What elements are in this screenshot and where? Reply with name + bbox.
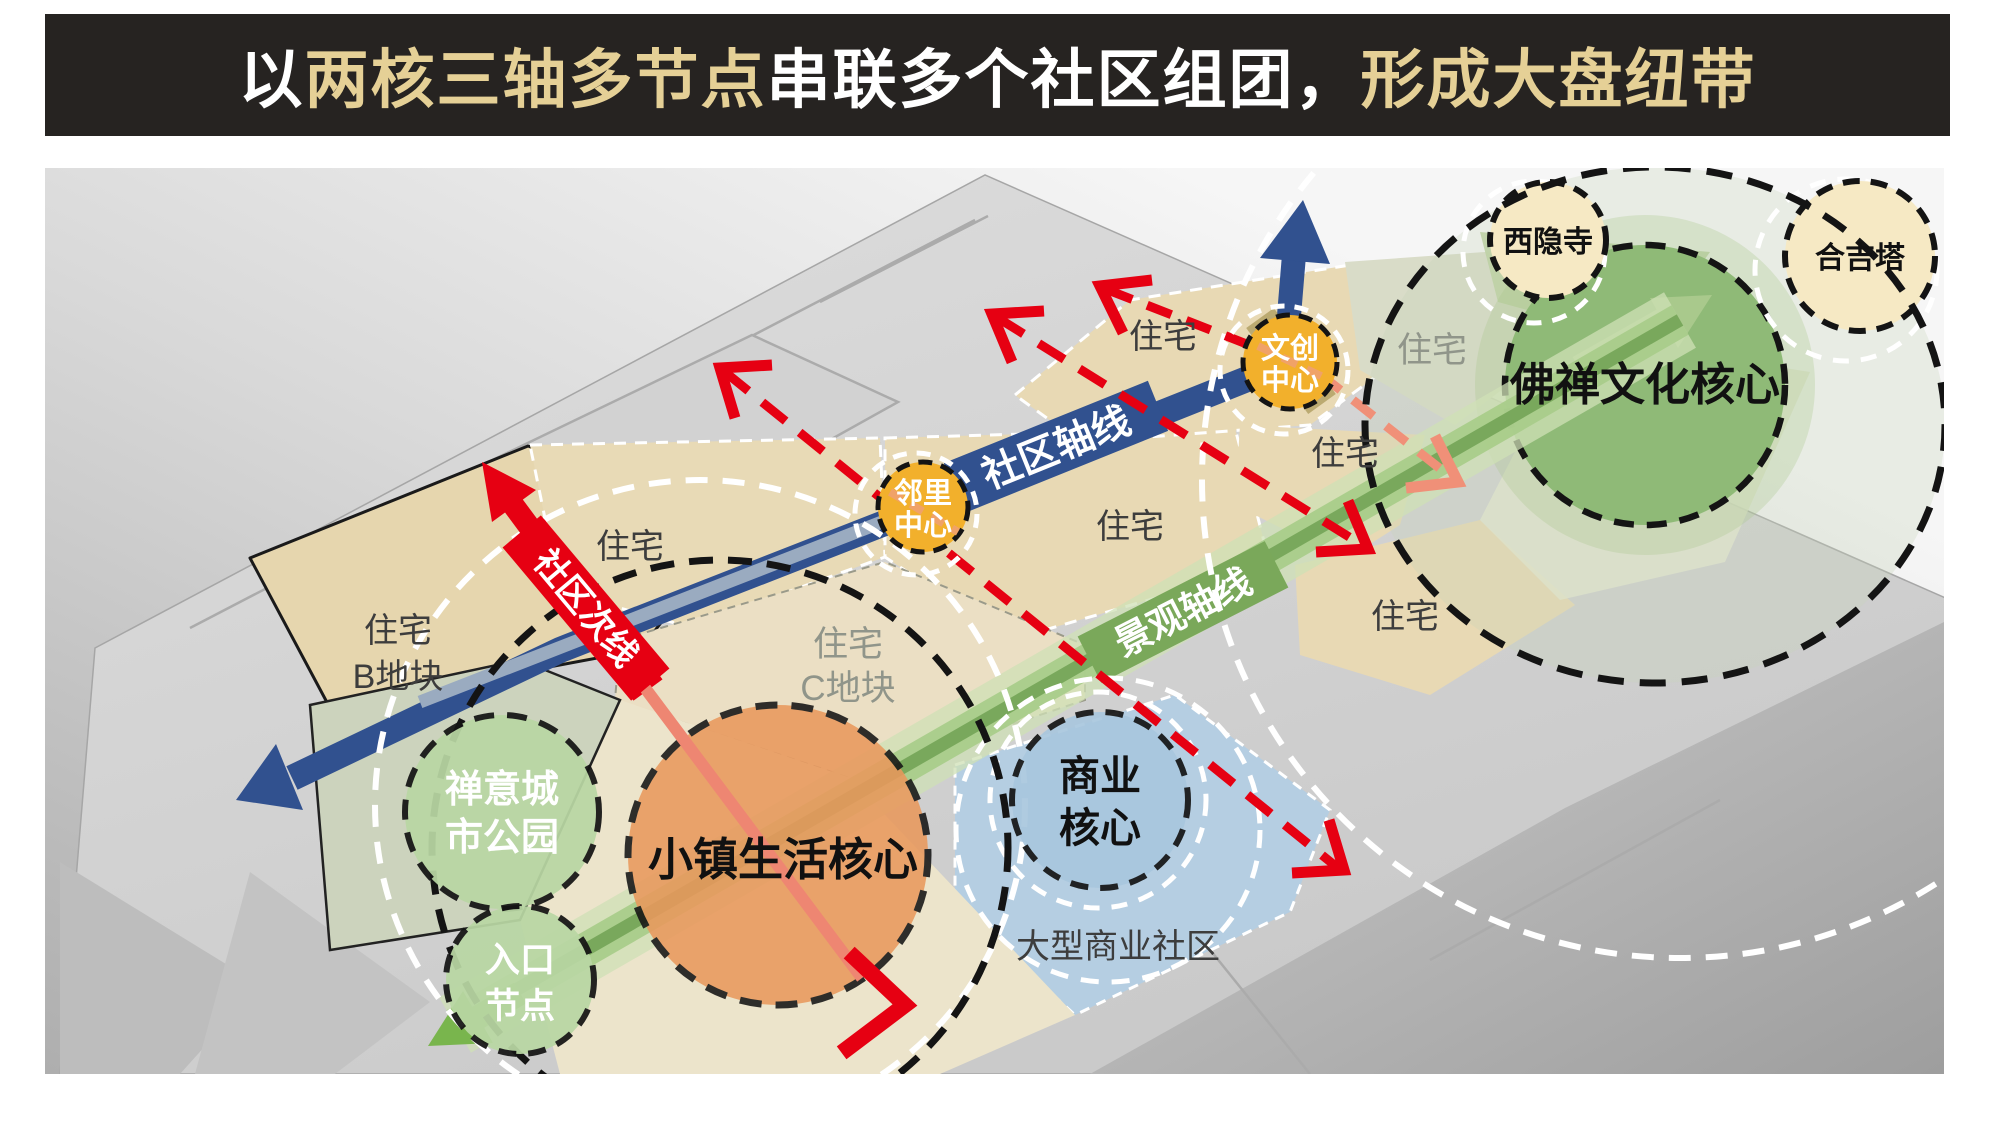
salmon-chevron-line2-se: [1405, 433, 1467, 494]
map-labels: 住宅 住宅 住宅 住宅 住宅 住宅 住宅 B地块 住宅 C地块 大型商业社区 佛…: [353, 226, 1906, 1026]
red-dashed-links: [712, 274, 1467, 879]
parcel-residential-right: [1295, 520, 1575, 695]
slide-title-bar: 以两核三轴多节点串联多个社区组团，形成大盘纽带: [45, 14, 1950, 136]
core-label-zen-park-line2: 市公园: [445, 817, 559, 859]
red-arrow-head-nw: [482, 462, 536, 522]
title-segment: 串联多个社区组团，: [766, 44, 1361, 116]
master-plan-diagram: 景观轴线 社区轴线 社区次线: [45, 0, 1995, 1122]
parcel-label-residential-grayed: 住宅: [1397, 331, 1467, 370]
parcel-label-residential: 住宅: [596, 528, 664, 566]
parcel-label-residential-b-line2: B地块: [353, 658, 444, 696]
zen-park-circle: [402, 712, 602, 912]
core-label-commercial-line1: 商业: [1059, 753, 1141, 799]
node-label-cultural-line1: 文创: [1261, 331, 1319, 365]
core-label-commercial-line2: 核心: [1059, 805, 1141, 851]
axis-nodes: [852, 303, 1351, 578]
blue-arrow-head-north: [1260, 200, 1330, 264]
red-dashed-line-1: [995, 314, 1365, 549]
core-label-xiyin-temple: 西隐寺: [1503, 226, 1593, 259]
entrance-node-circle: [443, 903, 597, 1057]
red-chevron-line1-se: [1315, 498, 1377, 558]
white-ring-pagoda: [1752, 176, 1940, 364]
white-ring-neighborhood-node: [852, 450, 980, 578]
parcel-label-residential: 住宅: [1371, 598, 1439, 636]
salmon-dashed-line-2: [1317, 370, 1455, 482]
parcel-label-residential-c-line1: 住宅: [813, 625, 883, 664]
core-label-town-life: 小镇生活核心: [648, 834, 918, 885]
core-label-zen-park-line1: 禅意城: [445, 769, 559, 811]
parcel-label-residential-c-line2: C地块: [800, 669, 895, 708]
red-chevron-line2-nw: [1091, 274, 1153, 336]
parcel-label-large-commercial: 大型商业社区: [1016, 928, 1220, 966]
xiyin-temple-circle: [1487, 179, 1609, 301]
core-label-entrance-line1: 入口: [485, 941, 555, 980]
red-dashed-line-3: [722, 368, 1341, 872]
core-label-buddhist-culture: 佛禅文化核心: [1509, 359, 1780, 410]
parcel-label-residential: 住宅: [1096, 508, 1164, 546]
parcel-label-residential-b-line1: 住宅: [364, 612, 432, 650]
title-segment-highlight: 形成大盘纽带: [1360, 44, 1757, 116]
node-label-neighborhood-line1: 邻里: [894, 476, 952, 510]
core-label-heji-pagoda: 合吉塔: [1815, 241, 1906, 275]
core-label-entrance-line2: 节点: [485, 987, 555, 1026]
node-label-cultural-line2: 中心: [1261, 364, 1319, 397]
parcel-label-residential: 住宅: [1129, 318, 1197, 356]
title-segment-highlight: 两核三轴多节点: [304, 44, 767, 116]
secondary-axis-salmon-line: [640, 684, 867, 982]
red-chevron-line3-nw: [712, 359, 773, 420]
title-segment: 以: [238, 44, 305, 116]
white-ring-cultural-node: [1217, 303, 1351, 437]
parcel-label-residential: 住宅: [1311, 435, 1379, 473]
white-ring-commercial-inner: [987, 689, 1209, 911]
red-chevron-line3-se: [1291, 818, 1352, 879]
commercial-core-circle: [1009, 709, 1191, 891]
town-life-core-circle: [624, 701, 932, 1009]
node-label-neighborhood-line2: 中心: [894, 509, 952, 542]
blue-arrow-head-sw: [236, 744, 303, 810]
white-circle-buddhist: [1199, 0, 1995, 961]
red-chevron-line1-nw: [983, 305, 1045, 365]
red-dashed-line-2: [1106, 285, 1264, 355]
community-axis-steel-band: [417, 508, 903, 709]
red-chevron-se: [836, 946, 918, 1060]
